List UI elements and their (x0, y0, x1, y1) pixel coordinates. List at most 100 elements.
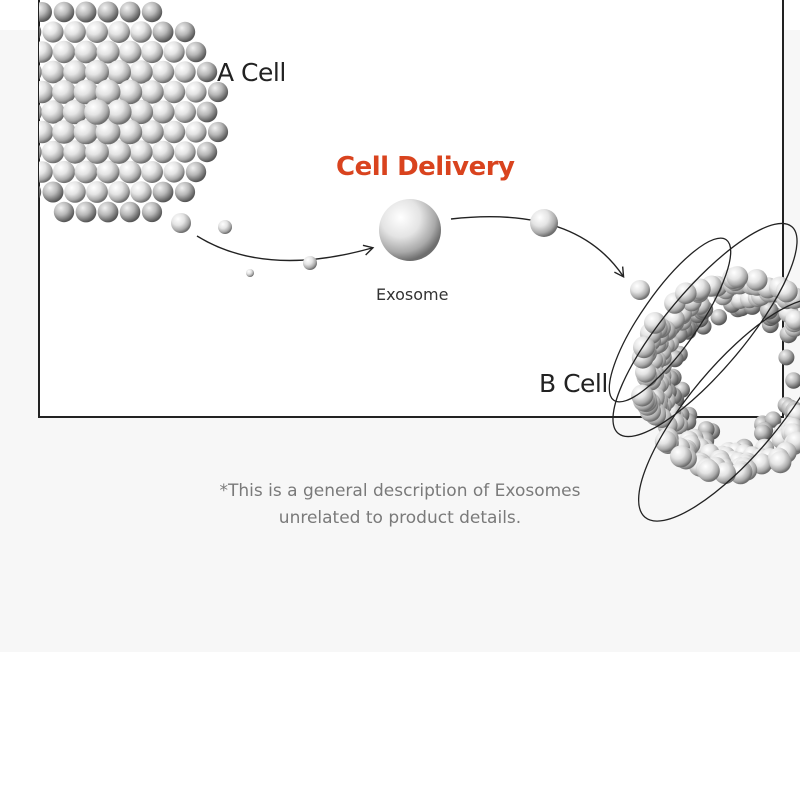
cell-sphere (163, 41, 185, 63)
cell-sphere (41, 100, 65, 124)
cell-sphere (52, 80, 76, 104)
cell-sphere (75, 1, 97, 23)
cell-sphere (73, 79, 99, 105)
cell-sphere (117, 79, 143, 105)
cell-sphere (73, 119, 99, 145)
cell-sphere (39, 144, 42, 160)
cell-sphere (128, 99, 154, 125)
cell-sphere (39, 80, 54, 104)
exosome-sphere (379, 199, 441, 261)
cell-sphere (74, 160, 98, 184)
cell-sphere (42, 21, 64, 43)
cell-sphere (185, 81, 207, 103)
vesicle-sphere (303, 256, 317, 270)
vesicle-sphere (218, 220, 232, 234)
cell-sphere (41, 60, 65, 84)
cell-sphere (0, 82, 8, 102)
disclaimer-note: *This is a general description of Exosom… (0, 478, 800, 532)
cell-sphere (39, 25, 42, 39)
cell-sphere (97, 201, 119, 223)
cell-sphere (0, 142, 19, 163)
cell-sphere (745, 269, 768, 291)
cell-sphere (196, 141, 218, 163)
cell-sphere (129, 140, 153, 164)
cell-sphere (769, 451, 792, 474)
cell-sphere (39, 185, 42, 199)
cell-sphere (97, 1, 119, 23)
cell-sphere (0, 62, 19, 83)
vesicle-sphere (630, 280, 650, 300)
cell-sphere (39, 64, 42, 80)
cell-sphere (10, 162, 31, 183)
cell-sphere (162, 80, 186, 104)
cell-sphere (754, 424, 772, 442)
cell-sphere (63, 140, 87, 164)
cell-sphere (9, 81, 31, 103)
cell-sphere (85, 140, 109, 164)
cell-sphere (62, 99, 88, 125)
cell-sphere (140, 120, 164, 144)
cell-sphere (42, 181, 64, 203)
cell-sphere (151, 100, 175, 124)
cell-sphere (107, 60, 131, 84)
cell-sphere (118, 40, 142, 64)
exosome-label: Exosome (376, 285, 449, 304)
cell-sphere (151, 60, 175, 84)
cell-sphere (775, 280, 798, 303)
cell-sphere (39, 2, 52, 22)
cell-sphere (710, 309, 727, 326)
cell-sphere (52, 40, 76, 64)
cell-sphere (119, 201, 141, 223)
cell-sphere (75, 201, 97, 223)
cell-sphere (0, 122, 8, 142)
cell-sphere (74, 40, 98, 64)
cell-sphere (96, 40, 120, 64)
cell-sphere (118, 160, 142, 184)
cell-sphere (39, 161, 53, 183)
cell-sphere (174, 61, 196, 83)
vesicle-sphere (171, 213, 191, 233)
cell-sphere (174, 141, 196, 163)
cell-sphere (174, 21, 196, 43)
cell-sphere (729, 462, 752, 485)
cell-sphere (106, 99, 132, 125)
vesicle-sphere (246, 269, 254, 277)
cell-sphere (53, 1, 75, 23)
cell-sphere (185, 41, 207, 63)
cell-sphere (785, 310, 800, 330)
a-cell-cluster (0, 1, 229, 223)
cell-sphere (52, 160, 76, 184)
delivery-arrow-1 (196, 235, 375, 262)
cell-sphere (152, 181, 174, 203)
vesicle-sphere (530, 209, 558, 237)
b-cell-label: B Cell (539, 369, 608, 398)
cell-sphere (52, 120, 76, 144)
cell-sphere (39, 104, 43, 120)
cell-sphere (151, 140, 175, 164)
cell-sphere (10, 42, 31, 63)
cell-sphere (670, 445, 692, 468)
cell-sphere (108, 21, 130, 43)
cell-sphere (84, 99, 110, 125)
vesicles (171, 209, 650, 300)
cell-sphere (119, 1, 141, 23)
cell-sphere (63, 60, 87, 84)
b-cell-orbit-rings (608, 222, 800, 522)
cell-sphere (129, 60, 153, 84)
cell-sphere (196, 101, 218, 123)
cell-sphere (141, 161, 163, 183)
cell-sphere (162, 120, 186, 144)
cell-sphere (174, 181, 196, 203)
cell-sphere (117, 119, 143, 145)
cell-sphere (633, 336, 655, 359)
cell-sphere (39, 120, 54, 144)
cell-sphere (714, 462, 736, 485)
cell-sphere (64, 181, 86, 203)
cell-sphere (86, 181, 108, 203)
cell-sphere (654, 430, 677, 453)
disclaimer-line-2: unrelated to product details. (278, 508, 522, 528)
cell-sphere (174, 101, 196, 123)
cell-sphere (96, 160, 120, 184)
cell-sphere (86, 21, 108, 43)
